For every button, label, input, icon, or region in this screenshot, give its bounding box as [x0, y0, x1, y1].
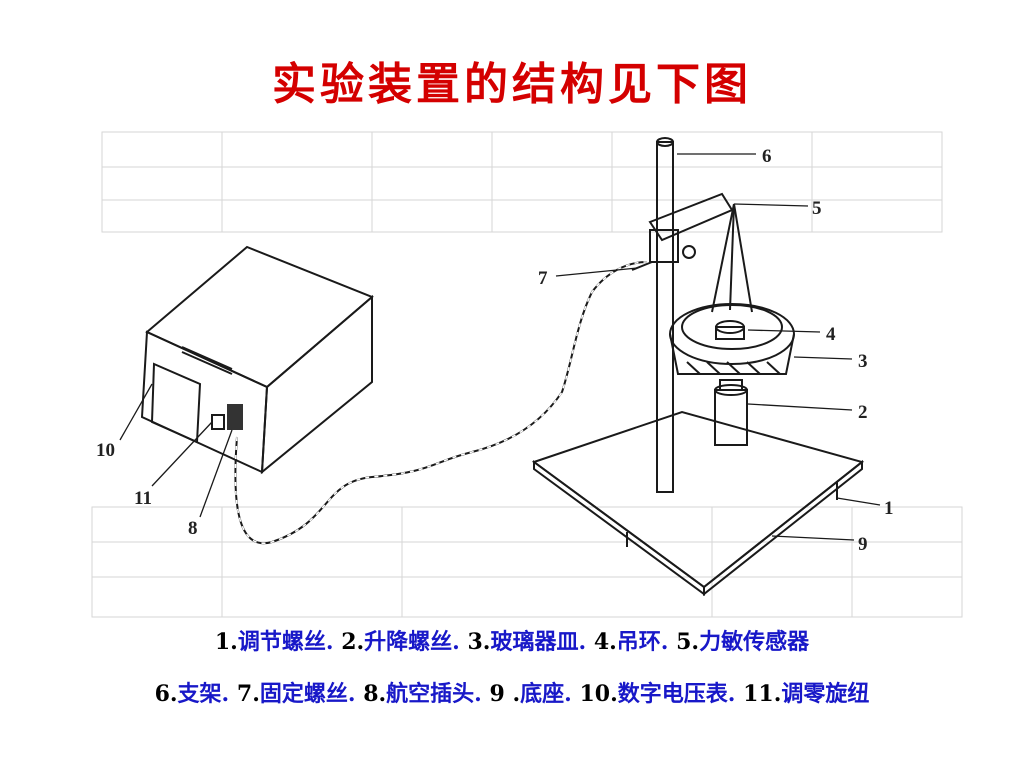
label-1: 1	[884, 498, 894, 519]
label-9: 9	[858, 534, 868, 555]
label-6: 6	[762, 146, 772, 167]
glass-dish	[669, 303, 795, 375]
lift-screw	[714, 379, 748, 446]
label-10: 10	[96, 440, 115, 461]
label-3: 3	[858, 351, 868, 372]
force-sensor-hanger	[711, 203, 753, 313]
support-stand	[656, 137, 674, 493]
caption-line-2: 6.支架. 7.固定螺丝. 8.航空插头. 9 .底座. 10.数字电压表. 1…	[154, 681, 870, 707]
label-8: 8	[188, 518, 198, 539]
hanging-ring	[715, 320, 745, 340]
signal-cable	[234, 261, 648, 545]
label-7: 7	[538, 268, 548, 289]
background-table-lines	[91, 131, 963, 618]
zero-knob-icon	[227, 404, 243, 430]
digital-voltmeter	[140, 245, 374, 475]
label-5: 5	[812, 198, 822, 219]
leader-lines	[119, 153, 881, 541]
base-plate	[531, 410, 865, 597]
label-11: 11	[134, 488, 152, 509]
page-title: 实验装置的结构见下图	[272, 59, 752, 110]
label-2: 2	[858, 402, 868, 423]
label-4: 4	[826, 324, 836, 345]
apparatus-diagram: 6 5 4 3 2 1 9 7 10 11 8	[91, 131, 963, 618]
caption-line-1: 1.调节螺丝. 2.升降螺丝. 3.玻璃器皿. 4.吊环. 5.力敏传感器	[214, 629, 810, 655]
